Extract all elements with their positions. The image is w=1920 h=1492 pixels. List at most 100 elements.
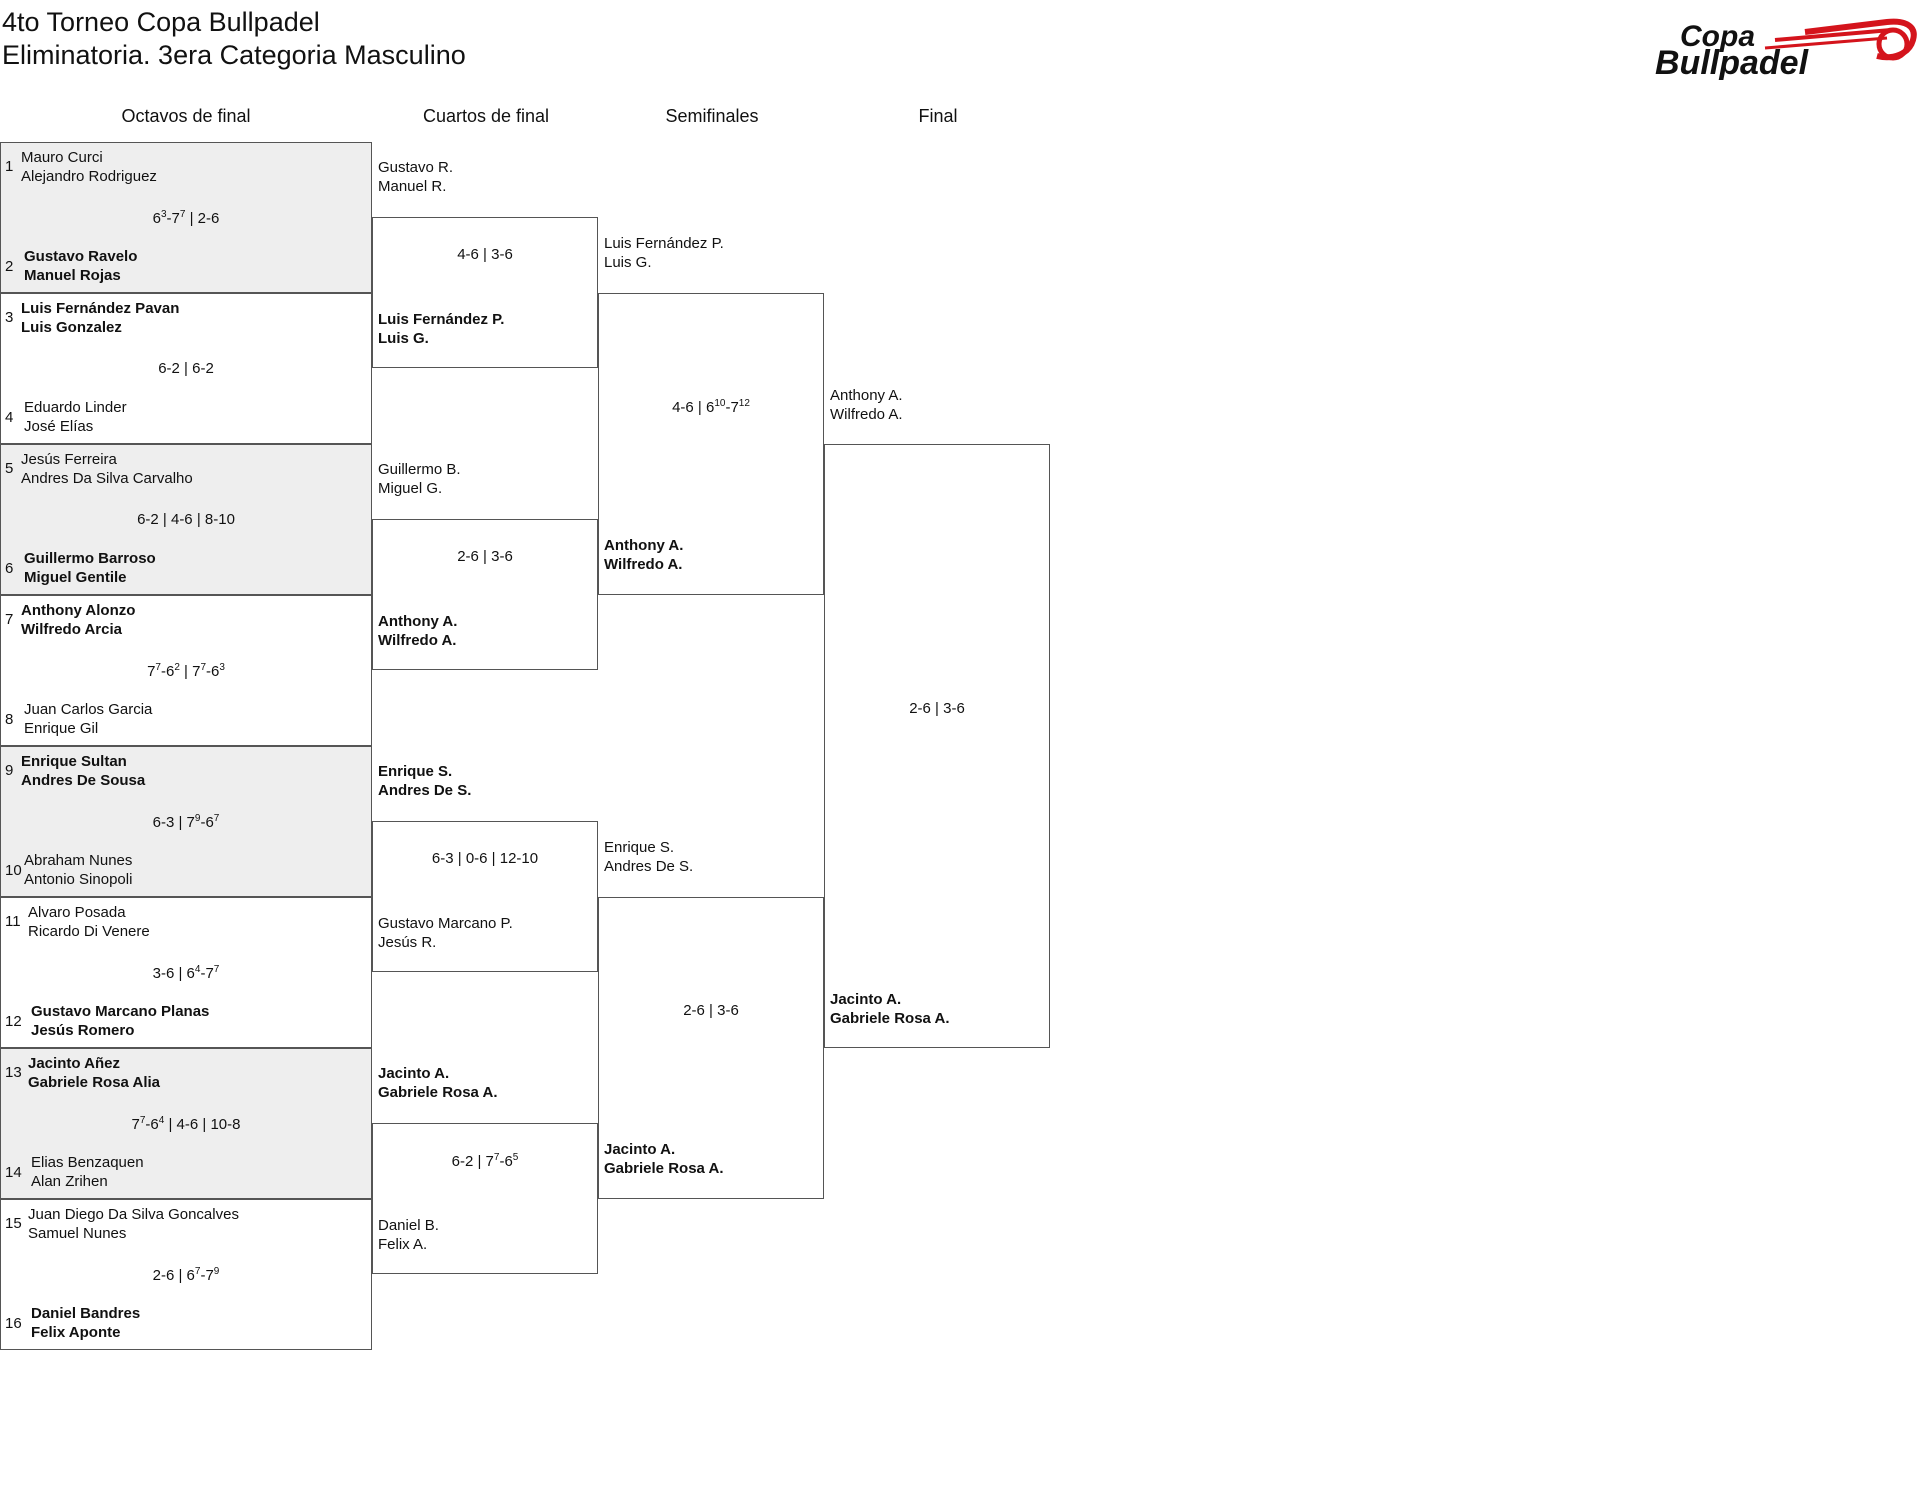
player-name: Jesús Ferreira	[21, 451, 117, 468]
player-name: Alvaro Posada	[28, 904, 126, 921]
player-name: Mauro Curci	[21, 149, 103, 166]
player-name: Alejandro Rodriguez	[21, 168, 157, 185]
seed-number: 10	[5, 862, 22, 879]
player-name: Ricardo Di Venere	[28, 923, 150, 940]
match-score: 6-3 | 0-6 | 12-10	[431, 850, 539, 867]
r16-match-box	[0, 595, 372, 746]
round-header-r16: Octavos de final	[121, 106, 251, 126]
seed-number: 14	[5, 1164, 22, 1181]
player-name: José Elías	[24, 418, 94, 435]
player-name: Andres De S.	[604, 858, 694, 875]
qf-match-box	[372, 1123, 598, 1274]
player-name: Miguel Gentile	[24, 569, 127, 586]
player-name: Manuel Rojas	[24, 267, 121, 284]
player-name: Gabriele Rosa Alia	[28, 1074, 160, 1091]
match-score: 4-6 | 3-6	[457, 246, 513, 263]
player-name: Jacinto A.	[378, 1065, 450, 1082]
player-name: Gustavo Marcano P.	[378, 915, 513, 932]
qf-match-box	[372, 217, 598, 368]
player-name: Andres De S.	[378, 782, 472, 799]
r16-match-box	[0, 746, 372, 897]
r16-match-box	[0, 293, 372, 444]
player-name: Miguel G.	[378, 480, 443, 497]
match-score: 2-6 | 3-6	[909, 700, 965, 717]
player-name: Luis Gonzalez	[21, 319, 122, 336]
seed-number: 13	[5, 1064, 22, 1081]
player-name: Luis Fernández Pavan	[21, 300, 180, 317]
player-name: Gustavo R.	[378, 159, 454, 176]
team-b: Anthony A.Wilfredo A.	[604, 536, 683, 574]
player-name: Andres Da Silva Carvalho	[21, 470, 193, 487]
team-a: Gustavo R. Manuel R.	[378, 158, 453, 196]
seed-number: 12	[5, 1013, 22, 1030]
player-name: Felix Aponte	[31, 1324, 121, 1341]
player-name: Gabriele Rosa A.	[830, 1010, 950, 1027]
qf-match-box	[372, 519, 598, 670]
seed-number: 3	[5, 309, 14, 326]
player-name: Felix A.	[378, 1236, 428, 1253]
player-name: Luis Fernández P.	[604, 235, 724, 252]
r16-match-box	[0, 444, 372, 595]
team-a: Enrique S. Andres De S.	[604, 838, 693, 876]
match-score: 3-6 | 64-77	[152, 964, 220, 982]
match-score: 2-6 | 67-79	[152, 1266, 220, 1284]
match-score: 2-6 | 3-6	[683, 1002, 739, 1019]
match-score: 4-6 | 610-712	[672, 398, 750, 416]
player-name: Jacinto Añez	[28, 1055, 120, 1072]
seed-number: 7	[5, 611, 14, 628]
player-name: Anthony Alonzo	[21, 602, 136, 619]
r16-match-box	[0, 142, 372, 293]
r16-match-box	[0, 1199, 372, 1350]
player-name: Enrique S.	[604, 839, 675, 856]
team-b: Jacinto A. Gabriele Rosa A.	[604, 1140, 724, 1178]
team-b: Gustavo Marcano P.Jesús R.	[378, 914, 513, 952]
player-name: Manuel R.	[378, 178, 447, 195]
player-name: Wilfredo A.	[378, 632, 457, 649]
player-name: Anthony A.	[378, 613, 458, 630]
seed-number: 15	[5, 1215, 22, 1232]
match-score: 63-77 | 2-6	[152, 209, 220, 227]
sf-match-box	[598, 293, 824, 595]
player-name: Guillermo B.	[378, 461, 461, 478]
seed-number: 1	[5, 158, 14, 175]
seed-number: 11	[5, 913, 21, 930]
match-score: 6-3 | 79-67	[152, 813, 220, 831]
player-name: Guillermo Barroso	[24, 550, 156, 567]
player-name: Daniel B.	[378, 1217, 439, 1234]
seed-number: 16	[5, 1315, 22, 1332]
player-name: Wilfredo Arcia	[21, 621, 122, 638]
player-name: Gabriele Rosa A.	[604, 1160, 724, 1177]
final-match-box	[824, 444, 1050, 1048]
team-a: Anthony A.Wilfredo A.	[830, 386, 903, 424]
player-name: Anthony A.	[604, 537, 684, 554]
seed-number: 5	[5, 460, 14, 477]
player-name: Andres De Sousa	[21, 772, 146, 789]
seed-number: 9	[5, 762, 14, 779]
round-header-qf: Cuartos de final	[422, 106, 550, 126]
seed-number: 8	[5, 711, 14, 728]
copa-bullpadel-logo: Copa Bullpadel	[1655, 18, 1917, 80]
player-name: Jacinto A.	[604, 1141, 676, 1158]
match-score: 6-2 | 6-2	[158, 360, 214, 377]
player-name: Jacinto A.	[830, 991, 902, 1008]
r16-match-box	[0, 1048, 372, 1199]
team-b: Jacinto A. Gabriele Rosa A.	[830, 990, 950, 1028]
qf-match-box	[372, 821, 598, 972]
match-score: 6-2 | 77-65	[451, 1152, 519, 1170]
player-name: Gustavo Marcano Planas	[31, 1003, 210, 1020]
round-header-final: Final	[918, 106, 958, 126]
player-name: Abraham Nunes	[24, 852, 133, 869]
match-score: 77-62 | 77-63	[147, 662, 225, 680]
match-score: 2-6 | 3-6	[457, 548, 513, 565]
